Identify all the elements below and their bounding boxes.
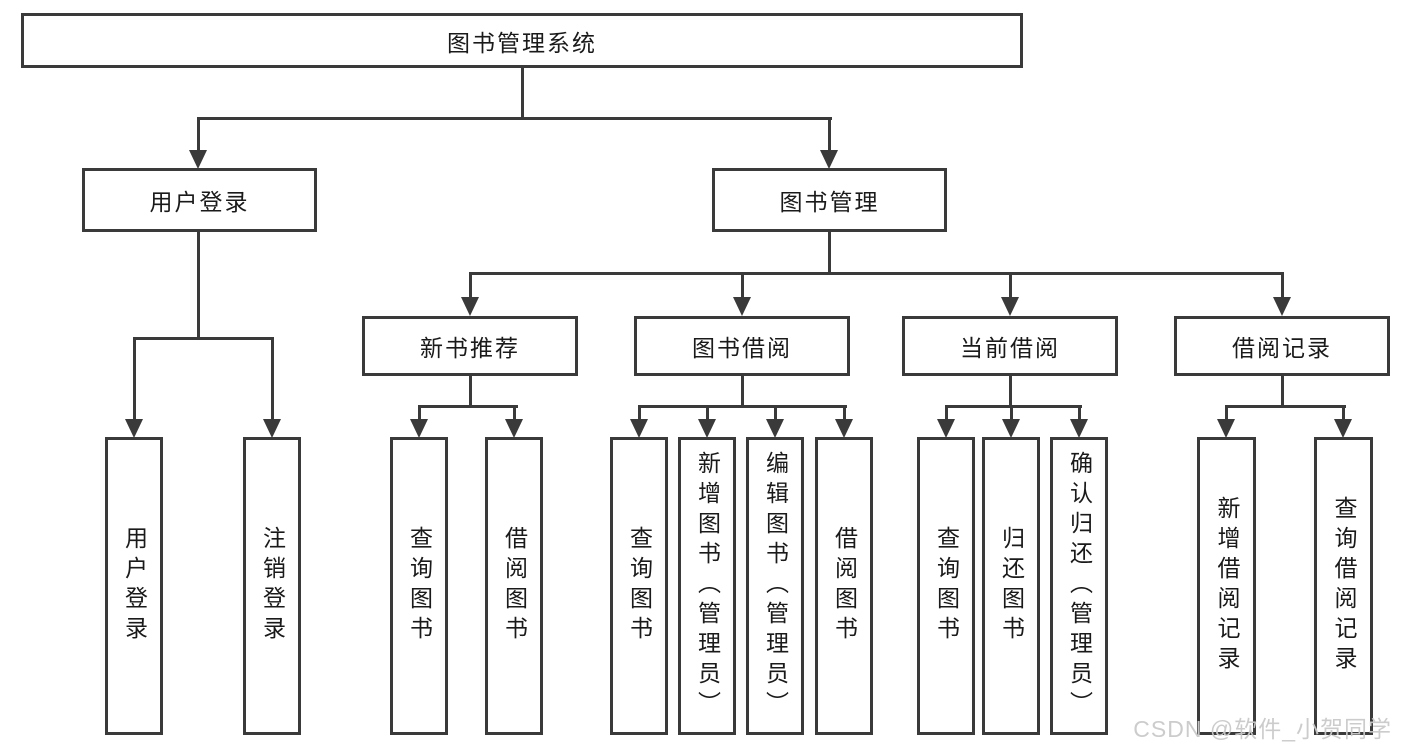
connector-current-hline: [945, 405, 1082, 408]
leaf-add-book-admin: 新增图书（管理员）: [678, 437, 736, 735]
connector-stem-leaf: [774, 405, 777, 421]
connector-records-stem: [1281, 374, 1284, 408]
connector-stem-leaf: [1010, 405, 1013, 421]
connector-userlogin-stem: [197, 230, 200, 340]
arrow-down-icon: [766, 419, 784, 438]
arrow-down-icon: [1273, 297, 1291, 316]
leaf-user-login: 用户登录: [105, 437, 163, 735]
arrow-down-icon: [410, 419, 428, 438]
arrow-down-icon: [733, 297, 751, 316]
leaf-query-books-recommend: 查询图书: [390, 437, 448, 735]
leaf-borrow-books: 借阅图书: [815, 437, 873, 735]
csdn-watermark: CSDN @软件_小贺同学: [1133, 716, 1392, 742]
node-user-login: 用户登录: [82, 168, 317, 232]
leaf-confirm-return-admin: 确认归还（管理员）: [1050, 437, 1108, 735]
arrow-down-icon: [1334, 419, 1352, 438]
connector-stem-level3: [1281, 272, 1284, 299]
connector-stem-book-management: [828, 117, 831, 152]
node-new-book-recommend-label: 新书推荐: [420, 335, 520, 361]
connector-stem-leaf: [638, 405, 641, 421]
root-node: 图书管理系统: [21, 13, 1023, 68]
leaf-query-borrow-record: 查询借阅记录: [1314, 437, 1373, 735]
leaf-borrow-books-recommend: 借阅图书: [485, 437, 543, 735]
arrow-down-icon: [1001, 297, 1019, 316]
arrow-down-icon: [461, 297, 479, 316]
connector-stem-user-login: [197, 117, 200, 152]
arrow-down-icon: [1002, 419, 1020, 438]
node-book-borrow-label: 图书借阅: [692, 335, 792, 361]
connector-stem-leaf: [1078, 405, 1081, 421]
leaf-query-books-borrow: 查询图书: [610, 437, 668, 735]
connector-stem-level3: [741, 272, 744, 299]
connector-current-stem: [1009, 374, 1012, 408]
connector-stem-leaf: [1225, 405, 1228, 421]
node-book-management: 图书管理: [712, 168, 947, 232]
connector-stem-leaf: [1342, 405, 1345, 421]
node-borrow-records-label: 借阅记录: [1232, 335, 1332, 361]
node-user-login-label: 用户登录: [149, 189, 250, 215]
root-node-label: 图书管理系统: [447, 29, 597, 56]
arrow-down-icon: [263, 419, 281, 438]
connector-root-hline: [197, 117, 832, 120]
node-current-borrow: 当前借阅: [902, 316, 1118, 376]
connector-stem-leaf: [133, 337, 136, 421]
arrow-down-icon: [630, 419, 648, 438]
connector-stem-leaf: [843, 405, 846, 421]
connector-stem-leaf: [945, 405, 948, 421]
connector-stem-level3: [1009, 272, 1012, 299]
leaf-add-borrow-record: 新增借阅记录: [1197, 437, 1256, 735]
node-borrow-records: 借阅记录: [1174, 316, 1390, 376]
connector-stem-leaf: [271, 337, 274, 421]
node-current-borrow-label: 当前借阅: [960, 335, 1060, 361]
arrow-down-icon: [189, 150, 207, 169]
connector-stem-leaf: [706, 405, 709, 421]
connector-borrow-hline: [638, 405, 847, 408]
connector-userlogin-hline: [133, 337, 274, 340]
leaf-edit-book-admin: 编辑图书（管理员）: [746, 437, 804, 735]
node-book-borrow: 图书借阅: [634, 316, 850, 376]
arrow-down-icon: [937, 419, 955, 438]
node-book-management-label: 图书管理: [779, 189, 880, 215]
connector-borrow-stem: [741, 374, 744, 408]
connector-recommend-hline: [418, 405, 518, 408]
connector-bookmgmt-hline: [469, 272, 1284, 275]
connector-recommend-stem: [469, 374, 472, 408]
arrow-down-icon: [1217, 419, 1235, 438]
arrow-down-icon: [835, 419, 853, 438]
leaf-logout: 注销登录: [243, 437, 301, 735]
leaf-query-books-current: 查询图书: [917, 437, 975, 735]
leaf-return-book: 归还图书: [982, 437, 1040, 735]
arrow-down-icon: [505, 419, 523, 438]
arrow-down-icon: [698, 419, 716, 438]
connector-stem-leaf: [513, 405, 516, 421]
arrow-down-icon: [125, 419, 143, 438]
arrow-down-icon: [1070, 419, 1088, 438]
connector-root-stem: [521, 66, 524, 120]
connector-stem-level3: [469, 272, 472, 299]
connector-bookmgmt-stem: [828, 230, 831, 275]
node-new-book-recommend: 新书推荐: [362, 316, 578, 376]
connector-stem-leaf: [418, 405, 421, 421]
connector-records-hline: [1225, 405, 1346, 408]
arrow-down-icon: [820, 150, 838, 169]
